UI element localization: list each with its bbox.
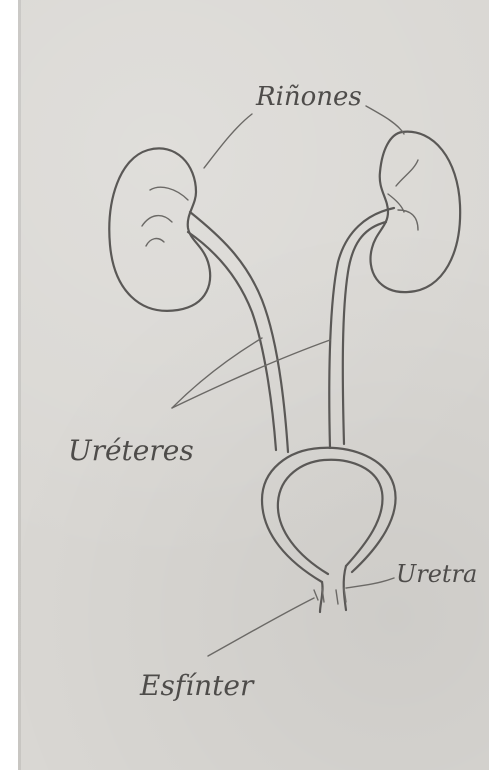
bladder-outer	[262, 448, 396, 582]
label-sphincter: Esfínter	[140, 672, 253, 700]
right-ureter-inner	[343, 222, 386, 444]
leader-urethra	[346, 578, 394, 588]
left-kidney	[109, 148, 210, 310]
leader-sphincter	[208, 598, 314, 656]
right-kidney-pelvis	[388, 160, 418, 230]
left-kidney-pelvis	[142, 187, 188, 246]
leader-kidneys-right	[366, 106, 404, 134]
right-ureter-outer	[329, 208, 394, 448]
sphincter-marks	[314, 588, 346, 604]
label-kidneys: Riñones	[256, 84, 362, 110]
label-ureters: Uréteres	[68, 437, 194, 465]
urethra	[320, 566, 346, 612]
label-urethra: Uretra	[396, 562, 477, 586]
leader-ureters-right	[172, 340, 330, 408]
leader-kidneys-left	[204, 114, 252, 168]
left-ureter-inner	[188, 232, 276, 450]
